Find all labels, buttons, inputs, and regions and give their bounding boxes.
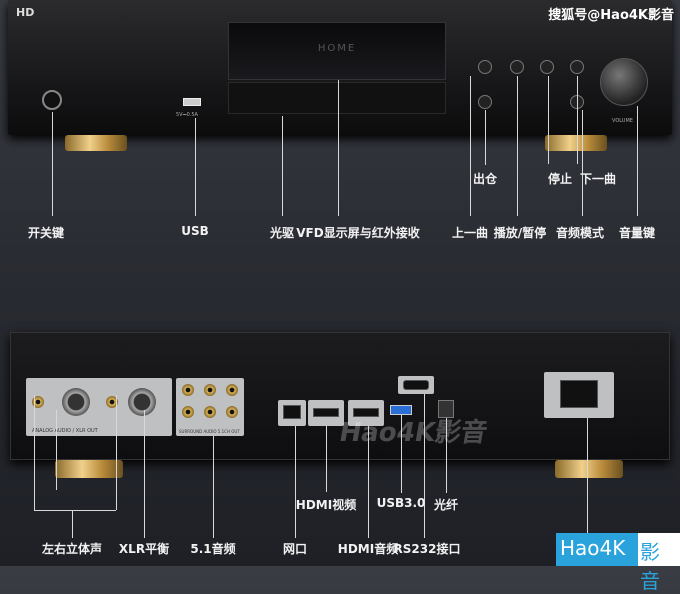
usb3-port	[390, 405, 412, 415]
foot-rear-right	[555, 460, 623, 478]
play-pause-button[interactable]	[510, 60, 524, 74]
usb-port-label: 5V⎓0.5A	[176, 112, 198, 118]
surround-panel-label: SURROUND AUDIO 5.1CH OUT	[179, 429, 240, 434]
foot-left	[65, 135, 127, 151]
label-stop: 停止	[547, 172, 573, 186]
label-optical: 光纤	[433, 498, 459, 512]
volume-knob[interactable]	[600, 58, 648, 106]
label-usb: USB	[181, 224, 209, 238]
label-power: 开关键	[27, 226, 65, 240]
power-button[interactable]	[42, 90, 62, 110]
disc-tray[interactable]	[228, 82, 446, 114]
display-text: HOME	[317, 43, 357, 54]
surround-audio-panel: SURROUND AUDIO 5.1CH OUT	[176, 378, 244, 436]
label-prev: 上一曲	[451, 226, 489, 240]
label-volume: 音量键	[618, 226, 656, 240]
watermark-suffix: 影音	[638, 533, 680, 593]
volume-label: VOLUME	[612, 118, 633, 124]
xlr-right	[128, 388, 156, 416]
label-stereo: 左右立体声	[41, 542, 103, 556]
next-button[interactable]	[570, 60, 584, 74]
power-inlet	[544, 372, 614, 418]
label-hdmi-audio: HDMI音频	[337, 542, 399, 556]
label-vfd: VFD显示屏与红外接收	[296, 226, 420, 240]
prev-button[interactable]	[478, 60, 492, 74]
rs232-port	[398, 376, 434, 394]
hdmi-video-port	[308, 400, 344, 426]
watermark-badge: Hao4K 影音	[556, 533, 680, 593]
watermark-top: 搜狐号@Hao4K影音	[548, 8, 674, 23]
label-play-pause: 播放/暂停	[493, 226, 547, 240]
stop-button[interactable]	[540, 60, 554, 74]
label-eject: 出仓	[472, 172, 498, 186]
watermark-brand: Hao4K	[556, 533, 638, 566]
vfd-display: HOME	[228, 22, 446, 80]
label-rs232: RS232接口	[393, 542, 461, 556]
label-5-1-audio: 5.1音频	[190, 542, 236, 556]
foot-right	[545, 135, 607, 151]
label-lan: 网口	[282, 542, 308, 556]
label-disc: 光驱	[269, 226, 295, 240]
hdmi-audio-port	[348, 400, 384, 426]
label-usb3: USB3.0	[376, 496, 426, 510]
label-xlr: XLR平衡	[118, 542, 170, 556]
label-next: 下一曲	[579, 172, 617, 186]
eject-button[interactable]	[478, 95, 492, 109]
brand-logo: HD	[16, 6, 35, 19]
analog-panel-label: ANALOG AUDIO / XLR OUT	[32, 428, 98, 434]
usb-port	[183, 98, 201, 106]
label-audio-mode: 音频模式	[555, 226, 605, 240]
rear-watermark: Hao4K影音	[336, 418, 490, 448]
label-hdmi-video: HDMI视频	[295, 498, 357, 512]
xlr-left	[62, 388, 90, 416]
analog-audio-panel: ANALOG AUDIO / XLR OUT	[26, 378, 172, 436]
foot-rear-left	[55, 460, 123, 478]
optical-port	[438, 400, 454, 418]
lan-port	[278, 400, 306, 426]
